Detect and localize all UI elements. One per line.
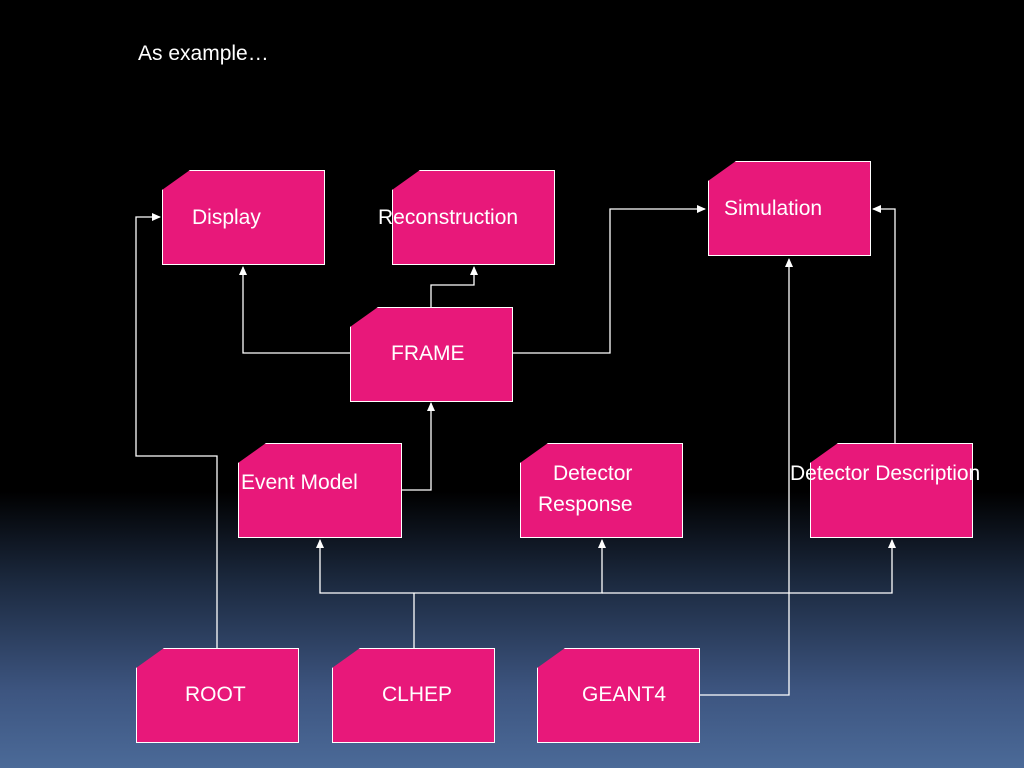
geant4-box [537,648,700,743]
detector-description-label: Detector Description [790,462,981,485]
simulation-label: Simulation [724,197,823,220]
event-model-label: Event Model [241,471,358,494]
simulation-box [708,161,871,256]
detector-response-label-line1: Detector [553,462,633,485]
slide-caption: As example… [138,42,269,65]
detector-response-box [520,443,683,538]
root-box [136,648,299,743]
edge-frame-to-reconstruction [430,266,478,307]
detector-response-label-line2: Response [538,493,633,516]
edge-frame-to-simulation [512,205,706,354]
edge-geant4-to-simulation [700,258,793,696]
clhep-box [332,648,495,743]
root-label: ROOT [185,683,246,706]
reconstruction-label: Reconstruction [378,206,519,229]
edge-frame-to-display [239,266,350,354]
edge-detector-description-to-simulation [872,205,896,443]
edge-clhep-to-event-model [316,539,414,594]
frame-box [350,307,513,402]
display-label: Display [192,206,261,229]
reconstruction-box [392,170,555,265]
edge-root-to-display [135,213,218,648]
clhep-label: CLHEP [382,683,453,706]
edge-event-model-to-frame [401,402,435,491]
edge-clhep-to-detector-response [414,539,606,594]
detector-description-box [810,443,973,538]
geant4-label: GEANT4 [582,683,667,706]
event-model-box [238,443,402,538]
edge-clhep-to-detector-description [602,539,896,594]
frame-label: FRAME [391,342,465,365]
display-box [162,170,325,265]
